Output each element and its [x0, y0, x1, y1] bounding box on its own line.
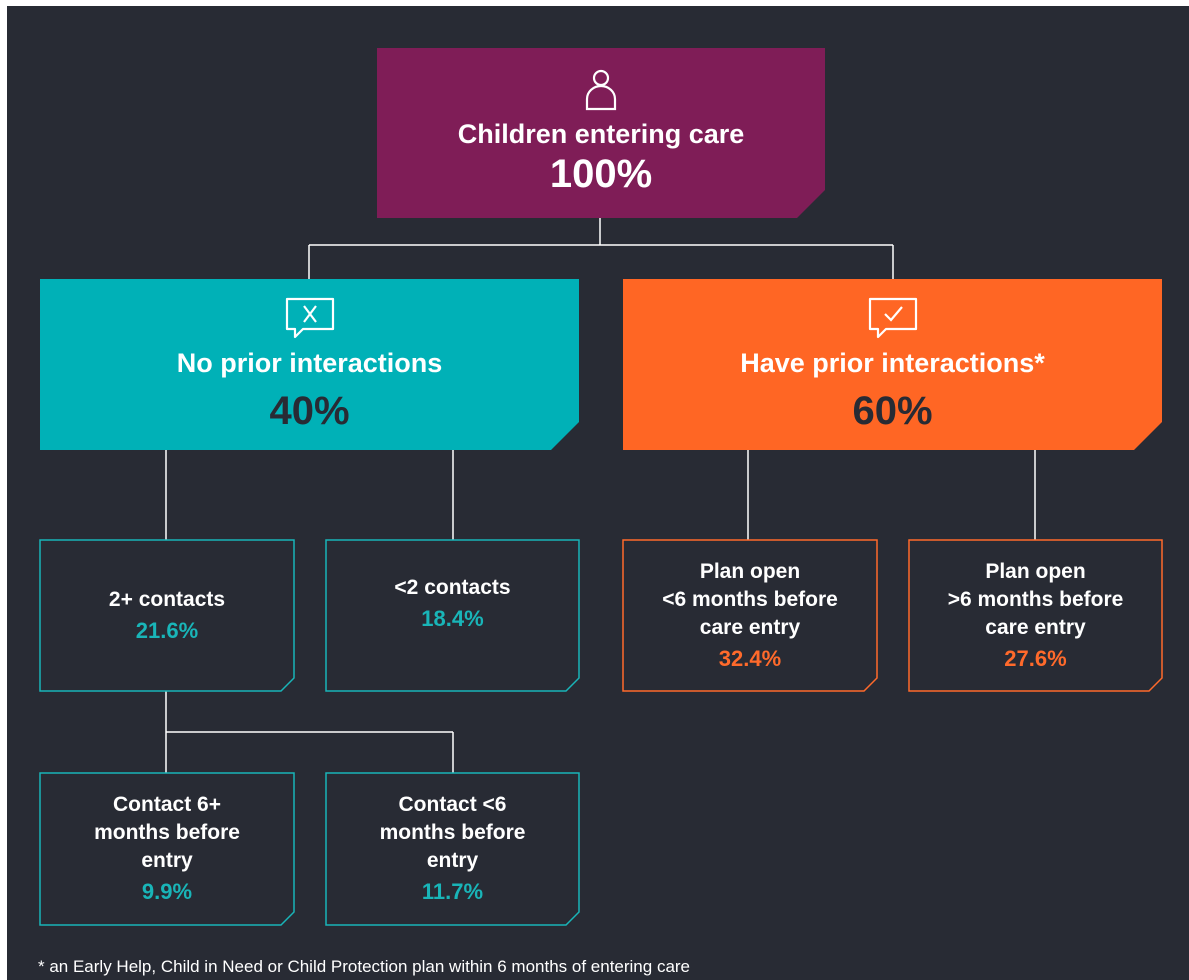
contact-6plus-node: Contact 6+ months before entry 9.9%: [40, 773, 294, 925]
no-prior-node: No prior interactions 40%: [40, 279, 579, 450]
box-outline-less2: [325, 539, 580, 692]
two-plus-value: 21.6%: [135, 617, 199, 643]
plan-lt6-value: 32.4%: [718, 645, 782, 671]
less-two-contacts-node: <2 contacts 18.4%: [326, 540, 579, 668]
connector-lines: [39, 218, 1163, 926]
diagram-canvas: Children entering care 100% No prior int…: [7, 6, 1189, 980]
box-outline-contact-lt6: [325, 772, 580, 926]
box-outline-plan-gt6: [908, 539, 1163, 692]
contact-lt6-label-1: Contact <6: [398, 793, 507, 816]
plan-lt6-label-1: Plan open: [699, 559, 801, 583]
less-two-value: 18.4%: [421, 606, 484, 631]
person-icon: [584, 69, 618, 111]
plan-lt6-label-2: <6 months before: [662, 587, 838, 611]
have-prior-node: Have prior interactions* 60%: [623, 279, 1162, 450]
plan-gt6-label-2: >6 months before: [947, 587, 1124, 611]
box-outline-plan-lt6: [622, 539, 878, 692]
root-node: Children entering care 100%: [377, 48, 825, 218]
speech-bubble-x-icon: [283, 296, 337, 340]
contact-lt6-label-2: months before: [379, 821, 526, 844]
box-outline-contact-6plus: [39, 772, 295, 926]
footnote: * an Early Help, Child in Need or Child …: [38, 957, 691, 976]
root-label: Children entering care: [457, 119, 745, 149]
root-value: 100%: [549, 152, 653, 196]
plan-lt6-label-3: care entry: [699, 615, 801, 639]
contact-6plus-label-3: entry: [141, 849, 193, 872]
plan-gt6-label-1: Plan open: [985, 559, 1086, 583]
contact-lt6-label-3: entry: [426, 849, 479, 872]
contact-lt6-value: 11.7%: [421, 879, 484, 904]
plan-gt6-node: Plan open >6 months before care entry 27…: [909, 540, 1162, 691]
plan-gt6-label-3: care entry: [985, 615, 1086, 639]
contact-lt6-node: Contact <6 months before entry 11.7%: [326, 773, 579, 925]
no-prior-value: 40%: [269, 388, 350, 433]
no-prior-label: No prior interactions: [176, 347, 443, 378]
have-prior-value: 60%: [852, 388, 933, 433]
contact-6plus-label-1: Contact 6+: [113, 793, 221, 816]
plan-lt6-node: Plan open <6 months before care entry 32…: [623, 540, 877, 691]
contact-6plus-label-2: months before: [94, 821, 240, 844]
less-two-label: <2 contacts: [394, 576, 511, 599]
contact-6plus-value: 9.9%: [141, 879, 193, 904]
two-plus-contacts-node: 2+ contacts 21.6%: [40, 540, 294, 691]
plan-gt6-value: 27.6%: [1004, 645, 1067, 671]
speech-bubble-check-icon: [866, 296, 920, 340]
two-plus-label: 2+ contacts: [108, 587, 226, 611]
box-outline-2plus: [39, 539, 295, 692]
have-prior-label: Have prior interactions*: [740, 347, 1045, 378]
